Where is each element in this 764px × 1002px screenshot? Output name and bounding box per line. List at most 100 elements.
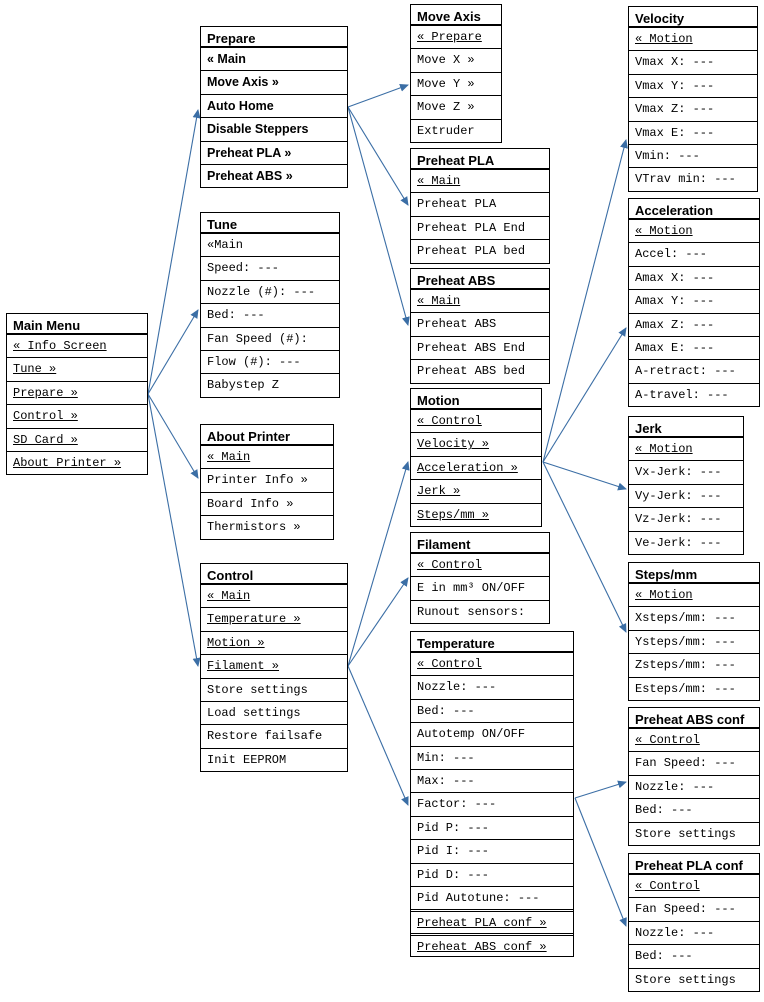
menu-item[interactable]: Bed: --- [629,944,759,967]
menu-item[interactable]: Min: --- [411,745,573,769]
menu-item[interactable]: « Prepare [411,25,501,48]
menu-item[interactable]: Nozzle: --- [629,920,759,944]
menu-item[interactable]: « Main [201,584,347,607]
menu-item[interactable]: Vmax Y: --- [629,73,757,97]
menu-item[interactable]: Amax E: --- [629,335,759,359]
menu-item[interactable]: Move Axis » [201,70,347,93]
menu-item[interactable]: Control » [7,404,147,427]
menu-item[interactable]: « Main [201,445,333,468]
menu-item[interactable]: Xsteps/mm: --- [629,606,759,629]
menu-item[interactable]: Init EEPROM [201,747,347,771]
menu-item[interactable]: Velocity » [411,432,541,455]
menu-item[interactable]: Preheat ABS conf » [411,932,573,956]
menu-item[interactable]: « Control [629,728,759,751]
menu-item[interactable]: Preheat ABS End [411,335,549,359]
menu-item[interactable]: « Motion [629,437,743,460]
menu-item[interactable]: Preheat ABS » [201,163,347,187]
menu-item[interactable]: About Printer » [7,450,147,474]
menu-item[interactable]: « Motion [629,27,757,50]
menu-item[interactable]: Steps/mm » [411,502,541,526]
menu-item[interactable]: Runout sensors: [411,599,549,623]
menu-item[interactable]: Store settings [629,967,759,991]
menu-item[interactable]: Bed: --- [411,698,573,722]
menu-item[interactable]: Pid Autotune: --- [411,885,573,909]
menu-item[interactable]: Jerk » [411,479,541,502]
menu-item[interactable]: Bed: --- [201,303,339,326]
menu-item[interactable]: Tune » [7,357,147,380]
menu-item[interactable]: « Motion [629,583,759,606]
menu-item[interactable]: « Motion [629,219,759,242]
menu-item[interactable]: Vmax Z: --- [629,97,757,120]
menu-item[interactable]: Move Z » [411,95,501,118]
menu-item[interactable]: Factor: --- [411,792,573,815]
menu-item[interactable]: Fan Speed (#): [201,326,339,350]
menu-item[interactable]: Restore failsafe [201,724,347,747]
menu-item[interactable]: Vmax E: --- [629,120,757,144]
menu-item[interactable]: Amax Y: --- [629,289,759,312]
menu-item[interactable]: Board Info » [201,491,333,515]
menu-item[interactable]: Store settings [201,677,347,701]
menu-item[interactable]: Printer Info » [201,468,333,491]
menu-item[interactable]: Accel: --- [629,242,759,265]
menu-item[interactable]: Preheat PLA End [411,215,549,239]
menu-item[interactable]: Vx-Jerk: --- [629,460,743,483]
menu-item[interactable]: Max: --- [411,768,573,792]
menu-item[interactable]: Preheat PLA » [201,140,347,164]
menu-item[interactable]: Bed: --- [629,798,759,821]
menu-item[interactable]: Nozzle: --- [411,675,573,698]
menu-item[interactable]: Preheat ABS [411,312,549,335]
menu-item[interactable]: Zsteps/mm: --- [629,653,759,676]
menu-item[interactable]: « Control [629,874,759,897]
menu-item[interactable]: Amax Z: --- [629,312,759,336]
menu-item[interactable]: Speed: --- [201,256,339,279]
menu-item[interactable]: «Main [201,233,339,256]
menu-item[interactable]: SD Card » [7,427,147,451]
menu-item[interactable]: Pid I: --- [411,839,573,862]
menu-item[interactable]: « Main [411,169,549,192]
menu-item[interactable]: Nozzle: --- [629,774,759,798]
menu-item[interactable]: Esteps/mm: --- [629,676,759,700]
menu-item[interactable]: Vz-Jerk: --- [629,507,743,530]
menu-item[interactable]: Preheat PLA conf » [411,909,573,932]
menu-item[interactable]: A-retract: --- [629,359,759,382]
menu-item[interactable]: Fan Speed: --- [629,751,759,774]
menu-item[interactable]: « Info Screen [7,334,147,357]
menu-item[interactable]: « Control [411,553,549,576]
menu-item[interactable]: Load settings [201,700,347,724]
menu-item[interactable]: Ysteps/mm: --- [629,629,759,653]
menu-item[interactable]: « Control [411,652,573,675]
menu-item[interactable]: Extruder [411,118,501,142]
menu-item[interactable]: Motion » [201,630,347,654]
menu-item[interactable]: Pid P: --- [411,815,573,839]
menu-item[interactable]: Temperature » [201,607,347,630]
menu-item[interactable]: « Control [411,409,541,432]
menu-item[interactable]: Ve-Jerk: --- [629,530,743,554]
menu-item[interactable]: Preheat PLA [411,192,549,215]
menu-item[interactable]: Fan Speed: --- [629,897,759,920]
menu-item[interactable]: Move X » [411,48,501,71]
menu-item[interactable]: Pid D: --- [411,862,573,886]
menu-item[interactable]: Prepare » [7,380,147,404]
menu-item[interactable]: VTrav min: --- [629,167,757,190]
menu-item[interactable]: Vmax X: --- [629,50,757,73]
menu-item[interactable]: Flow (#): --- [201,349,339,373]
menu-item[interactable]: Acceleration » [411,455,541,479]
menu-item[interactable]: « Main [201,47,347,70]
menu-item[interactable]: Auto Home [201,93,347,117]
menu-item[interactable]: Filament » [201,654,347,677]
menu-item[interactable]: E in mm³ ON/OFF [411,576,549,599]
menu-item[interactable]: Autotemp ON/OFF [411,722,573,745]
menu-item[interactable]: Preheat ABS bed [411,359,549,382]
menu-item[interactable]: Store settings [629,821,759,845]
menu-item[interactable]: Vy-Jerk: --- [629,483,743,507]
menu-item[interactable]: Vmin: --- [629,143,757,167]
menu-item[interactable]: Move Y » [411,71,501,95]
menu-item[interactable]: « Main [411,289,549,312]
menu-item[interactable]: Thermistors » [201,515,333,538]
menu-item[interactable]: Disable Steppers [201,117,347,140]
menu-item[interactable]: Preheat PLA bed [411,239,549,262]
menu-item[interactable]: Amax X: --- [629,265,759,289]
menu-item[interactable]: Babystep Z [201,373,339,396]
menu-item[interactable]: A-travel: --- [629,382,759,406]
menu-item[interactable]: Nozzle (#): --- [201,279,339,303]
